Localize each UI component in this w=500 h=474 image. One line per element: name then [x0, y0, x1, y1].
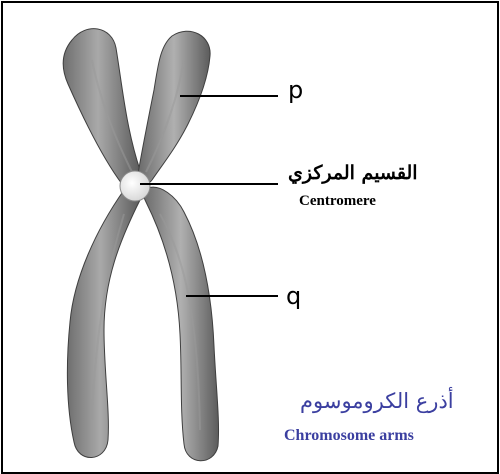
right-p-arm — [138, 31, 210, 184]
centromere-label-english: Centromere — [299, 193, 376, 210]
chromosome-arms-caption-english: Chromosome arms — [284, 427, 414, 445]
chromosome-arms-caption-arabic: أذرع الكروموسوم — [300, 389, 454, 413]
right-q-arm — [143, 187, 218, 461]
q-arm-label: q — [286, 282, 301, 310]
p-arm-label: p — [288, 76, 303, 104]
centromere — [120, 171, 150, 201]
centromere-label-arabic: القسيم المركزي — [288, 162, 418, 184]
left-q-arm — [67, 188, 140, 458]
left-p-arm — [63, 29, 141, 187]
